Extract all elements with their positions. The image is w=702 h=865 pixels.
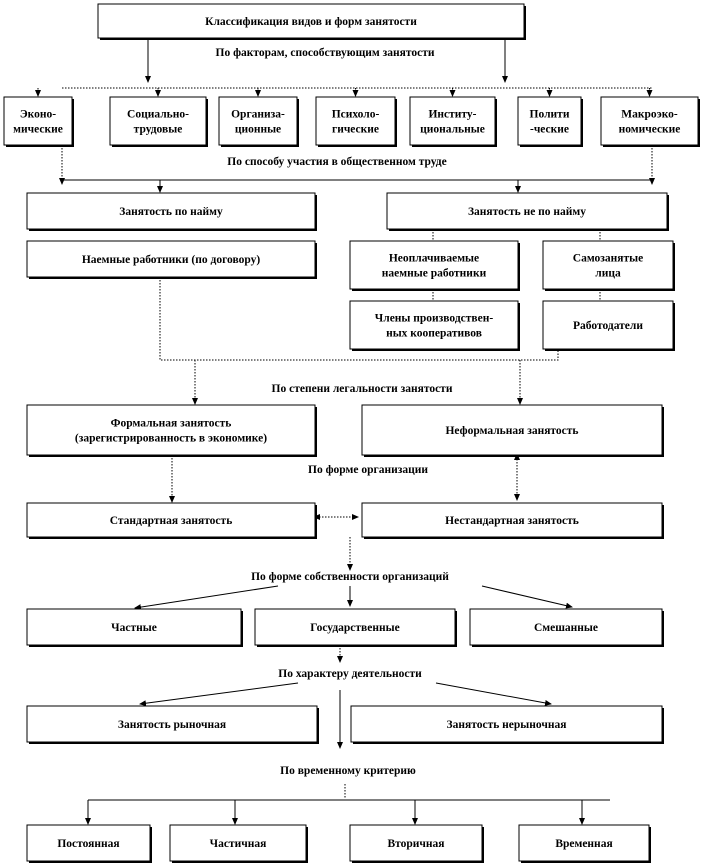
box-unpaid-workers-text-1: наемные работники [382, 268, 487, 280]
box-coop-members: Члены производствен-ных кооперативов [349, 300, 520, 351]
factor-box-4: Институ-циональные [409, 96, 497, 147]
box-temporary: Временная [518, 824, 651, 863]
box-private-text-0: Частные [111, 622, 157, 634]
box-formal: Формальная занятость (зарегистрированност… [26, 404, 317, 457]
factor-box-3-text-1: гические [332, 124, 379, 136]
factor-box-5-text-1: -ческие [530, 124, 569, 136]
section-label-time: По временному критерию [280, 765, 416, 777]
box-unpaid-workers: Неоплачиваемые наемные работники [349, 240, 520, 291]
factor-box-1-text-1: трудовые [134, 124, 183, 136]
factor-box-2: Организа-ционные [218, 96, 299, 147]
factor-box-0-text-1: мические [13, 124, 63, 136]
factor-box-5-text-0: Полити [530, 109, 570, 121]
box-formal-text-1: (зарегистрированность в экономике) [75, 433, 267, 445]
section-label-participation: По способу участия в общественном труде [227, 156, 446, 168]
factor-box-6-text-1: номические [619, 124, 681, 136]
box-secondary: Вторичная [349, 824, 484, 863]
box-hired-text-0: Занятость по найму [119, 206, 223, 218]
box-hired: Занятость по найму [26, 192, 317, 231]
box-employers: Работодатели [542, 300, 675, 351]
box-state: Государственные [254, 608, 457, 647]
box-self-employed-text-1: лица [595, 268, 621, 280]
section-label-legality: По степени легальности занятости [272, 383, 453, 395]
factor-box-2-text-1: ционные [235, 124, 281, 136]
section-label-activity: По характеру деятельности [278, 668, 422, 680]
box-not-hired: Занятость не по найму [386, 192, 669, 231]
box-market-text-0: Занятость рыночная [118, 719, 226, 731]
title-box-text-0: Классификация видов и форм занятости [205, 16, 417, 28]
box-state-text-0: Государственные [310, 622, 399, 634]
box-nonstandard: Нестандартная занятость [361, 502, 664, 539]
box-partial-text-0: Частичная [210, 838, 267, 850]
box-nonmarket: Занятость нерыночная [350, 705, 664, 744]
activity-to-nonmarket [435, 682, 552, 706]
box-temporary-text-0: Временная [555, 838, 612, 850]
factor-box-5: Полити -ческие [517, 96, 583, 147]
factor-box-0: Эконо-мические [3, 96, 74, 147]
box-standard: Стандартная занятость [26, 502, 317, 539]
factor-box-3-text-0: Психоло- [332, 109, 380, 121]
box-mixed: Смешанные [469, 608, 664, 647]
factor-box-6: Макроэко-номические [600, 96, 700, 147]
box-self-employed: Самозанятые лица [542, 240, 675, 291]
factor-box-1-text-0: Социально- [127, 109, 189, 121]
box-formal-text-0: Формальная занятость [111, 418, 232, 430]
box-unpaid-workers-text-0: Неоплачиваемые [389, 253, 479, 265]
section-labels: По факторам, способствующим занятости По … [216, 47, 453, 777]
box-self-employed-text-0: Самозанятые [573, 253, 643, 265]
box-private: Частные [26, 608, 243, 647]
box-informal: Неформальная занятость [361, 404, 664, 457]
connector-lines [35, 38, 655, 825]
diagram-boxes: Классификация видов и форм занятостиЭкон… [3, 3, 700, 863]
box-permanent-text-0: Постоянная [57, 838, 119, 850]
box-secondary-text-0: Вторичная [387, 838, 444, 850]
box-hired-workers: Наемные работники (по договору) [26, 240, 317, 279]
factor-box-0-text-0: Эконо- [20, 109, 56, 121]
box-not-hired-text-0: Занятость не по найму [468, 206, 586, 218]
section-label-ownership: По форме собственности организаций [251, 571, 449, 583]
ownership-to-private [134, 585, 279, 611]
factor-box-3: Психоло-гические [315, 96, 397, 147]
factor-box-1: Социально-трудовые [109, 96, 208, 147]
factor-box-4-text-0: Институ- [428, 109, 476, 121]
box-informal-text-0: Неформальная занятость [445, 425, 578, 437]
title-box: Классификация видов и форм занятости [97, 3, 526, 40]
activity-to-market [139, 682, 299, 707]
participation-gather [159, 277, 559, 361]
box-permanent: Постоянная [26, 824, 152, 863]
factor-box-6-text-0: Макроэко- [621, 109, 678, 121]
box-partial: Частичная [169, 824, 308, 863]
factor-box-4-text-1: циональные [420, 124, 485, 136]
box-mixed-text-0: Смешанные [534, 622, 598, 634]
box-nonmarket-text-0: Занятость нерыночная [447, 719, 567, 731]
ownership-to-mixed [481, 585, 573, 609]
box-coop-members-text-1: ных кооперативов [386, 328, 482, 340]
factor-box-2-text-0: Организа- [231, 109, 285, 121]
section-label-organization-form: По форме организации [308, 464, 428, 476]
box-hired-workers-text-0: Наемные работники (по договору) [82, 254, 261, 266]
box-market: Занятость рыночная [26, 705, 319, 744]
box-employers-text-0: Работодатели [573, 320, 643, 332]
box-coop-members-text-0: Члены производствен- [375, 313, 494, 325]
section-label-factors: По факторам, способствующим занятости [216, 47, 435, 59]
box-nonstandard-text-0: Нестандартная занятость [445, 515, 579, 527]
box-standard-text-0: Стандартная занятость [110, 515, 233, 527]
